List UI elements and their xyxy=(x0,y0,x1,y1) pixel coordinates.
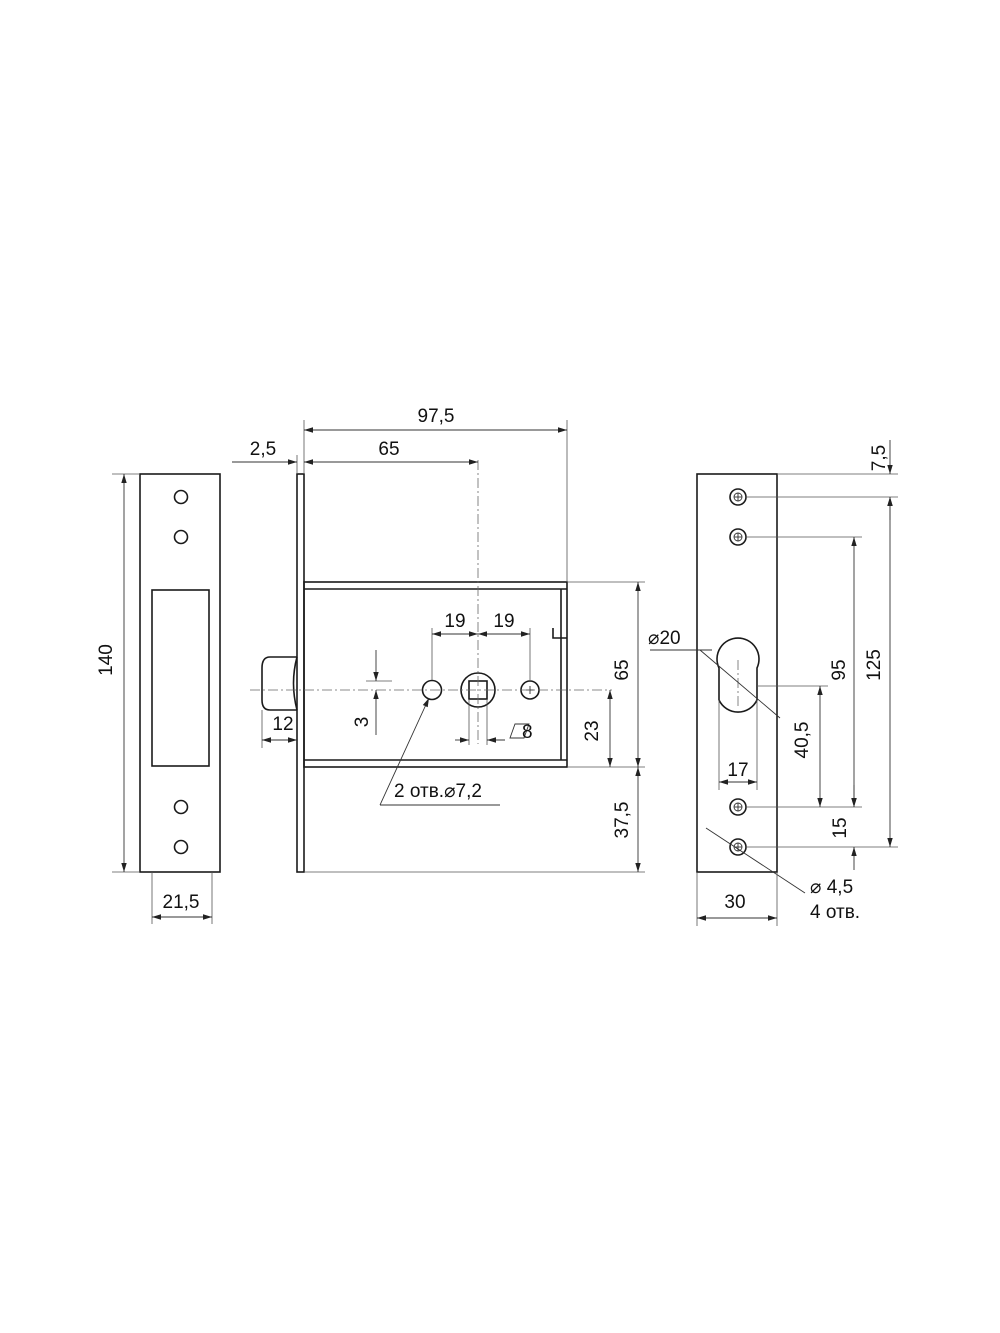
case-notch xyxy=(552,628,567,639)
strike-plate-opening xyxy=(151,589,210,767)
top-offset-label: 7,5 xyxy=(869,445,890,471)
lock-case xyxy=(303,581,568,768)
cylinder-offset-label: 40,5 xyxy=(792,722,813,759)
bottom-offset-label: 37,5 xyxy=(612,802,633,839)
hole-spacing-left-label: 19 xyxy=(444,611,465,632)
lock-faceplate-edge xyxy=(296,473,305,873)
screw-diameter-label: ⌀ 4,5 xyxy=(810,877,853,898)
body-height-label: 65 xyxy=(612,659,633,680)
screw-hole xyxy=(729,528,747,546)
cylinder-diameter-label: ⌀20 xyxy=(648,628,681,649)
screw-leader xyxy=(705,827,806,894)
screw-hole xyxy=(729,488,747,506)
fixing-holes-note: 2 отв.⌀7,2 xyxy=(394,781,482,802)
lock-body-view: 97,5 65 2,5 19 19 3 12 8 2 отв.⌀7,2 xyxy=(232,406,645,873)
hole-spacing-right-label: 19 xyxy=(493,611,514,632)
strike-hole xyxy=(173,839,189,855)
bolt-projection-label: 12 xyxy=(272,714,293,735)
faceplate-width-label: 30 xyxy=(724,892,745,913)
screw-hole xyxy=(729,798,747,816)
fixing-holes-leader xyxy=(379,697,430,806)
strike-plate-view: 140 21,5 xyxy=(96,473,221,924)
screw-count-label: 4 отв. xyxy=(810,902,860,923)
square-symbol-icon xyxy=(509,723,530,739)
strike-hole xyxy=(173,799,189,815)
depth-label: 97,5 xyxy=(418,406,455,427)
strike-hole xyxy=(173,529,189,545)
lock-bolt xyxy=(261,656,297,711)
strike-hole xyxy=(173,489,189,505)
faceplate-thickness-label: 2,5 xyxy=(250,439,276,460)
cylinder-width-label: 17 xyxy=(727,760,748,781)
fixing-hole-left xyxy=(421,679,443,701)
hole-spacing-label: 125 xyxy=(864,649,885,681)
strike-width-label: 21,5 xyxy=(163,892,200,913)
bolt-offset-label: 3 xyxy=(352,717,373,728)
faceplate-view: 7,5 125 95 40,5 15 ⌀20 17 ⌀ 4,5 4 отв. 3… xyxy=(648,440,898,926)
upper-spacing-label: 95 xyxy=(829,659,850,680)
strike-plate-outline xyxy=(139,473,221,873)
faceplate-outline xyxy=(696,473,778,873)
bolt-height-label: 23 xyxy=(582,720,603,741)
cylinder-leader xyxy=(699,649,781,719)
cylinder-cutout xyxy=(716,637,760,713)
spindle-square-label: 8 xyxy=(522,722,533,743)
strike-height-label: 140 xyxy=(96,644,117,676)
backset-label: 65 xyxy=(378,439,399,460)
lower-spacing-label: 15 xyxy=(830,817,851,838)
